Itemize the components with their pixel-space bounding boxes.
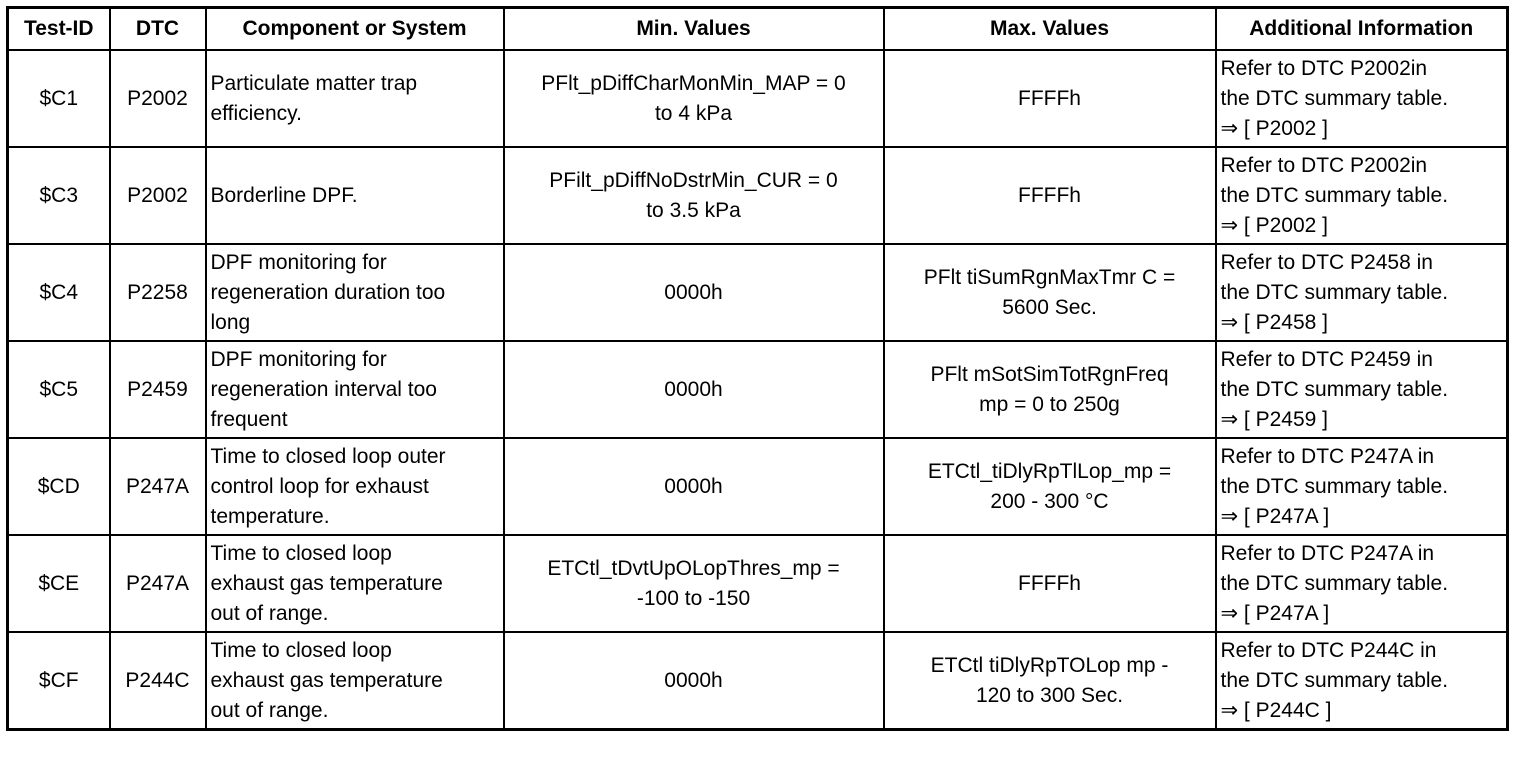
max-value-cell: ETCtl_tiDlyRpTlLop_mp = 200 - 300 °C — [882, 437, 1217, 536]
additional-info-cell: Refer to DTC P2459 in the DTC summary ta… — [1214, 340, 1509, 439]
info-text-line-2: the DTC summary table. — [1220, 571, 1449, 595]
info-text-line-2: the DTC summary table. — [1220, 280, 1449, 304]
additional-info-cell: Refer to DTC P247A in the DTC summary ta… — [1214, 437, 1509, 536]
component-cell: Time to closed loop exhaust gas temperat… — [204, 631, 505, 731]
min-value-cell: PFilt_pDiffNoDstrMin_CUR = 0 to 3.5 kPa — [502, 146, 885, 245]
dtc-reference-link[interactable]: ⇒ [ P2002 ] — [1220, 116, 1329, 140]
additional-info-cell: Refer to DTC P2458 in the DTC summary ta… — [1214, 243, 1509, 342]
additional-info-cell: Refer to DTC P2002in the DTC summary tab… — [1214, 49, 1509, 148]
component-cell: Time to closed loop exhaust gas temperat… — [204, 534, 505, 633]
header-min-values: Min. Values — [502, 6, 885, 51]
test-id-cell: $CF — [6, 631, 111, 731]
header-dtc: DTC — [108, 6, 207, 51]
table-row: $C4 P2258 DPF monitoring for regeneratio… — [6, 243, 1509, 342]
info-text-line-1: Refer to DTC P247A in — [1220, 444, 1435, 468]
max-value-cell: PFlt tiSumRgnMaxTmr C = 5600 Sec. — [882, 243, 1217, 342]
dtc-test-table: Test-ID DTC Component or System Min. Val… — [6, 6, 1509, 731]
component-cell: DPF monitoring for regeneration duration… — [204, 243, 505, 342]
max-value-cell: FFFFh — [882, 146, 1217, 245]
component-cell: Borderline DPF. — [204, 146, 505, 245]
info-text-line-1: Refer to DTC P247A in — [1220, 541, 1435, 565]
table-row: $C5 P2459 DPF monitoring for regeneratio… — [6, 340, 1509, 439]
info-text-line-1: Refer to DTC P244C in — [1220, 638, 1437, 662]
header-test-id: Test-ID — [6, 6, 111, 51]
max-value-cell: FFFFh — [882, 534, 1217, 633]
dtc-reference-link[interactable]: ⇒ [ P2458 ] — [1220, 310, 1329, 334]
test-id-cell: $C4 — [6, 243, 111, 342]
dtc-cell: P2002 — [108, 146, 207, 245]
info-text-line-1: Refer to DTC P2002in — [1220, 56, 1428, 80]
dtc-reference-link[interactable]: ⇒ [ P247A ] — [1220, 601, 1330, 625]
info-text-line-2: the DTC summary table. — [1220, 86, 1449, 110]
min-value-cell: 0000h — [502, 340, 885, 439]
dtc-cell: P2002 — [108, 49, 207, 148]
min-value-cell: 0000h — [502, 243, 885, 342]
max-value-cell: ETCtl tiDlyRpTOLop mp - 120 to 300 Sec. — [882, 631, 1217, 731]
component-cell: DPF monitoring for regeneration interval… — [204, 340, 505, 439]
min-value-cell: PFlt_pDiffCharMonMin_MAP = 0 to 4 kPa — [502, 49, 885, 148]
info-text-line-2: the DTC summary table. — [1220, 668, 1449, 692]
test-id-cell: $CE — [6, 534, 111, 633]
max-value-cell: FFFFh — [882, 49, 1217, 148]
table-header-row: Test-ID DTC Component or System Min. Val… — [6, 6, 1509, 51]
dtc-test-table-container: Test-ID DTC Component or System Min. Val… — [6, 6, 1509, 731]
dtc-reference-link[interactable]: ⇒ [ P247A ] — [1220, 504, 1330, 528]
component-cell: Particulate matter trap efficiency. — [204, 49, 505, 148]
dtc-reference-link[interactable]: ⇒ [ P2002 ] — [1220, 213, 1329, 237]
max-value-cell: PFlt mSotSimTotRgnFreq mp = 0 to 250g — [882, 340, 1217, 439]
component-cell: Time to closed loop outer control loop f… — [204, 437, 505, 536]
dtc-reference-link[interactable]: ⇒ [ P2459 ] — [1220, 407, 1329, 431]
table-row: $C3 P2002 Borderline DPF. PFilt_pDiffNoD… — [6, 146, 1509, 245]
min-value-cell: 0000h — [502, 631, 885, 731]
info-text-line-1: Refer to DTC P2002in — [1220, 153, 1428, 177]
dtc-cell: P244C — [108, 631, 207, 731]
test-id-cell: $C1 — [6, 49, 111, 148]
info-text-line-1: Refer to DTC P2459 in — [1220, 347, 1433, 371]
dtc-reference-link[interactable]: ⇒ [ P244C ] — [1220, 698, 1332, 722]
test-id-cell: $C5 — [6, 340, 111, 439]
test-id-cell: $CD — [6, 437, 111, 536]
min-value-cell: ETCtl_tDvtUpOLopThres_mp = -100 to -150 — [502, 534, 885, 633]
dtc-cell: P2459 — [108, 340, 207, 439]
table-row: $CE P247A Time to closed loop exhaust ga… — [6, 534, 1509, 633]
dtc-cell: P247A — [108, 437, 207, 536]
table-row: $C1 P2002 Particulate matter trap effici… — [6, 49, 1509, 148]
additional-info-cell: Refer to DTC P247A in the DTC summary ta… — [1214, 534, 1509, 633]
additional-info-cell: Refer to DTC P244C in the DTC summary ta… — [1214, 631, 1509, 731]
dtc-cell: P2258 — [108, 243, 207, 342]
info-text-line-2: the DTC summary table. — [1220, 474, 1449, 498]
table-row: $CF P244C Time to closed loop exhaust ga… — [6, 631, 1509, 731]
header-max-values: Max. Values — [882, 6, 1217, 51]
dtc-cell: P247A — [108, 534, 207, 633]
info-text-line-2: the DTC summary table. — [1220, 377, 1449, 401]
info-text-line-1: Refer to DTC P2458 in — [1220, 250, 1433, 274]
test-id-cell: $C3 — [6, 146, 111, 245]
header-component: Component or System — [204, 6, 505, 51]
min-value-cell: 0000h — [502, 437, 885, 536]
info-text-line-2: the DTC summary table. — [1220, 183, 1449, 207]
additional-info-cell: Refer to DTC P2002in the DTC summary tab… — [1214, 146, 1509, 245]
table-row: $CD P247A Time to closed loop outer cont… — [6, 437, 1509, 536]
header-additional-info: Additional Information — [1214, 6, 1509, 51]
